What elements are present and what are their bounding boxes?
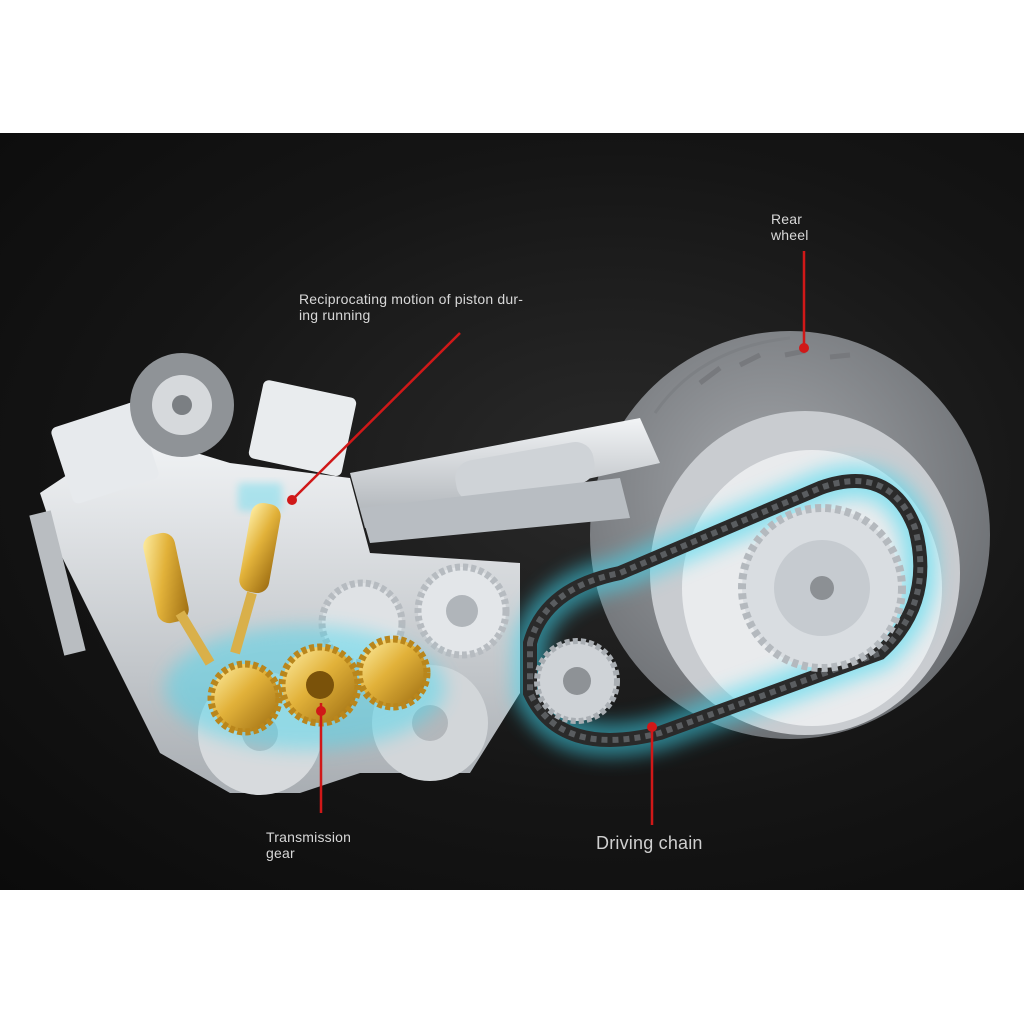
piston-label-line-1: Reciprocating motion of piston dur- xyxy=(299,291,524,307)
transmission-label-line-2: gear xyxy=(266,845,295,861)
piston-motion-label: Reciprocating motion of piston dur- ing … xyxy=(299,291,559,323)
front-sprocket xyxy=(534,638,620,724)
rear-wheel-label-line-2: wheel xyxy=(771,227,809,243)
leader-lines xyxy=(287,251,809,825)
transmission-gear-label: Transmission gear xyxy=(266,829,386,861)
motorcycle-engine-illustration xyxy=(29,251,990,825)
transmission-gears xyxy=(207,635,431,736)
transmission-label-line-1: Transmission xyxy=(266,829,352,845)
driving-chain-label: Driving chain xyxy=(596,833,703,853)
diagram-stage: Reciprocating motion of piston dur- ing … xyxy=(0,133,1024,890)
driving-chain xyxy=(513,464,938,757)
swing-arm xyxy=(350,418,660,543)
rear-wheel-label: Rear wheel xyxy=(771,211,841,243)
rear-sprocket xyxy=(738,504,906,672)
pistons xyxy=(143,483,282,666)
piston-label-line-2: ing running xyxy=(299,307,371,323)
rear-wheel-label-line-1: Rear xyxy=(771,211,803,227)
